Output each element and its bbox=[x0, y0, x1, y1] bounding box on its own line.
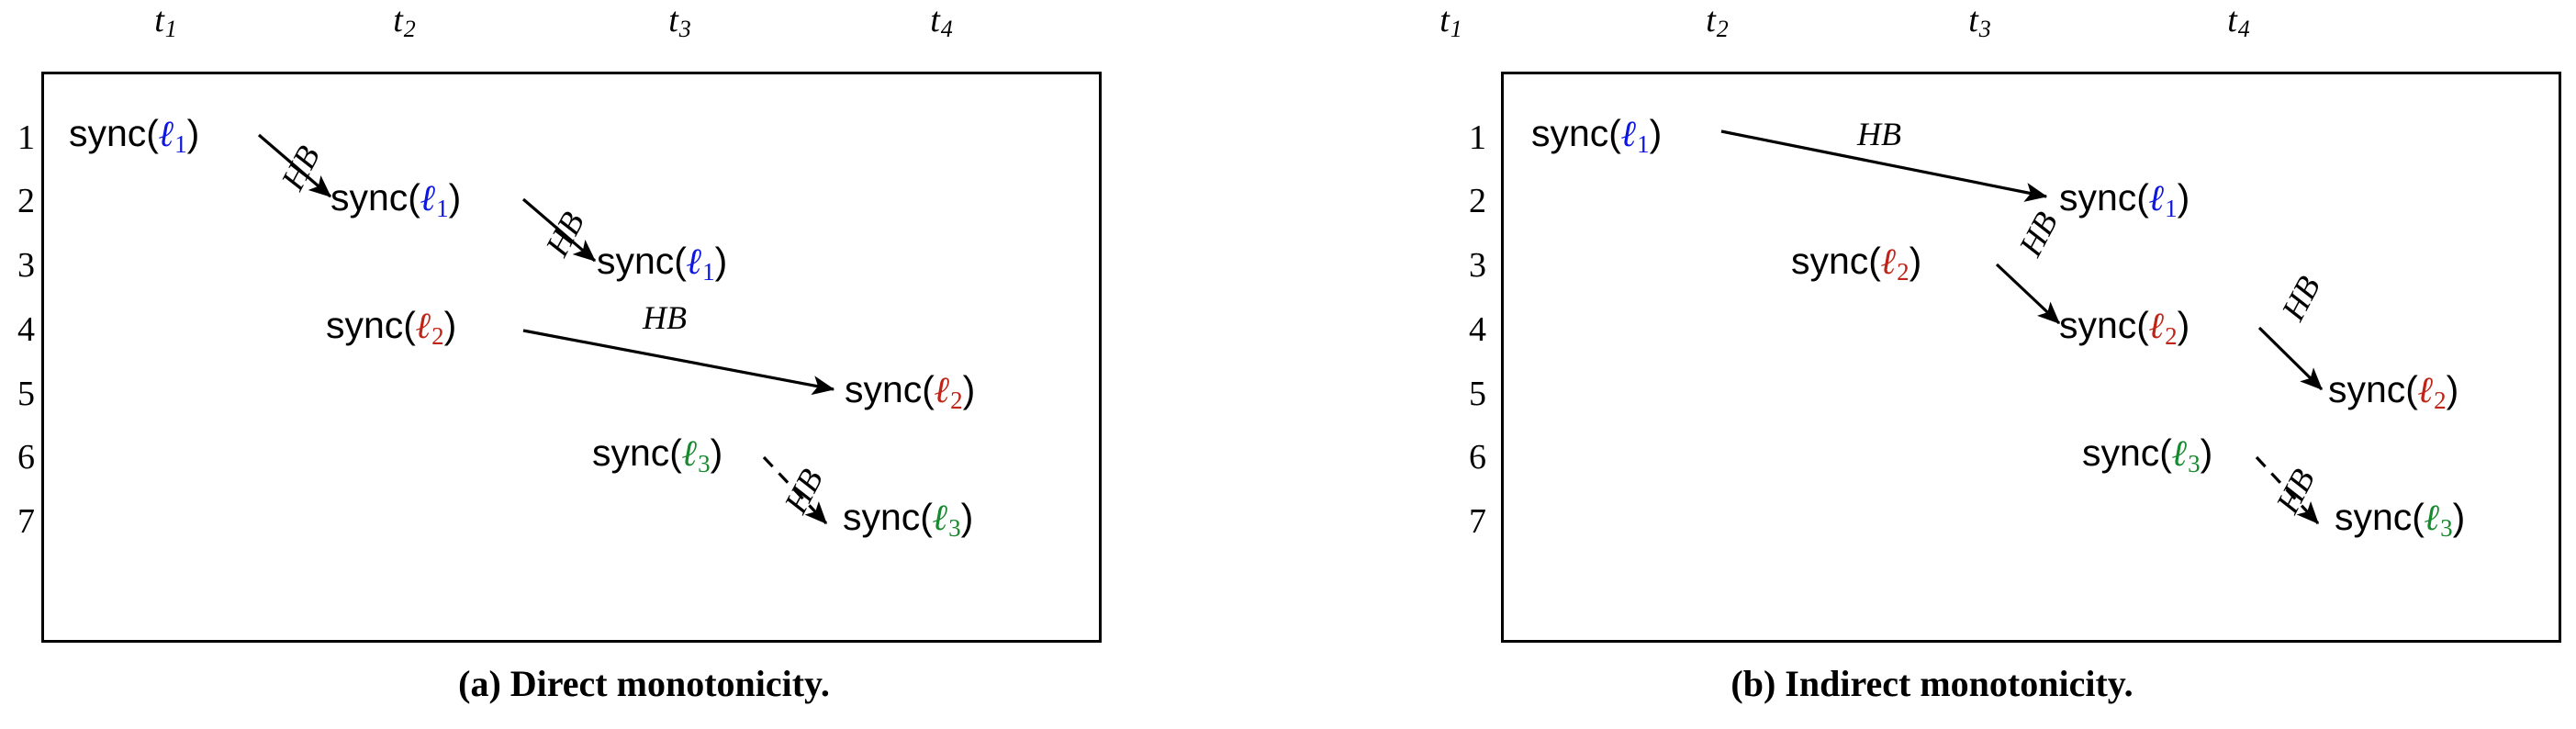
caption-panel-a: (a) Direct monotonicity. bbox=[458, 663, 830, 704]
event-b-sync-l2-r3: sync(ℓ2) bbox=[1791, 240, 1922, 286]
column-header-t3: t3 bbox=[668, 1, 691, 42]
event-sync-l1-r2: sync(ℓ1) bbox=[330, 176, 462, 223]
row-number-6: 6 bbox=[17, 438, 35, 477]
plot-box-b bbox=[1501, 72, 2561, 643]
event-sync-l2-r4: sync(ℓ2) bbox=[326, 304, 457, 351]
row-number-3: 3 bbox=[17, 246, 35, 285]
panel-indirect-monotonicity: t1 t2 t3 t4 1 2 3 4 5 6 7 sync(ℓ1) sync(… bbox=[1288, 0, 2576, 729]
row-number-b-6: 6 bbox=[1469, 438, 1486, 477]
column-header-t1: t1 bbox=[154, 1, 177, 42]
row-number-5: 5 bbox=[17, 375, 35, 413]
hb-label-a-3: HB bbox=[643, 299, 687, 336]
event-b-sync-l2-r4: sync(ℓ2) bbox=[2059, 304, 2190, 351]
column-header-b-t2: t2 bbox=[1706, 1, 1729, 42]
row-number-b-5: 5 bbox=[1469, 375, 1486, 413]
panel-direct-monotonicity: t1 t2 t3 t4 1 2 3 4 5 6 7 sync(ℓ1) sync(… bbox=[17, 1, 1102, 704]
row-number-1: 1 bbox=[17, 118, 35, 157]
column-header-t2: t2 bbox=[393, 1, 416, 42]
row-number-b-1: 1 bbox=[1469, 118, 1486, 157]
event-sync-l1-r1: sync(ℓ1) bbox=[69, 112, 200, 159]
event-b-sync-l2-r5: sync(ℓ2) bbox=[2328, 368, 2459, 415]
plot-box-a bbox=[41, 72, 1102, 643]
event-sync-l3-r6: sync(ℓ3) bbox=[592, 432, 723, 478]
event-b-sync-l3-r7: sync(ℓ3) bbox=[2335, 496, 2466, 543]
column-header-b-t3: t3 bbox=[1968, 1, 1991, 42]
row-number-b-3: 3 bbox=[1469, 246, 1486, 285]
row-number-b-7: 7 bbox=[1469, 502, 1486, 541]
hb-label-b-1: HB bbox=[1857, 116, 1901, 152]
event-b-sync-l1-r1: sync(ℓ1) bbox=[1531, 112, 1663, 159]
row-number-b-2: 2 bbox=[1469, 182, 1486, 220]
event-sync-l3-r7: sync(ℓ3) bbox=[843, 496, 974, 543]
row-number-b-4: 4 bbox=[1469, 310, 1486, 349]
event-b-sync-l1-r2: sync(ℓ1) bbox=[2059, 176, 2190, 223]
event-b-sync-l3-r6: sync(ℓ3) bbox=[2082, 432, 2213, 478]
column-header-b-t4: t4 bbox=[2227, 1, 2250, 42]
column-header-t4: t4 bbox=[930, 1, 953, 42]
caption-panel-b: (b) Indirect monotonicity. bbox=[1730, 663, 2134, 704]
row-number-2: 2 bbox=[17, 182, 35, 220]
row-number-4: 4 bbox=[17, 310, 35, 349]
event-sync-l1-r3: sync(ℓ1) bbox=[597, 240, 728, 286]
column-header-b-t1: t1 bbox=[1439, 1, 1462, 42]
event-sync-l2-r5: sync(ℓ2) bbox=[845, 368, 976, 415]
row-number-7: 7 bbox=[17, 502, 35, 541]
